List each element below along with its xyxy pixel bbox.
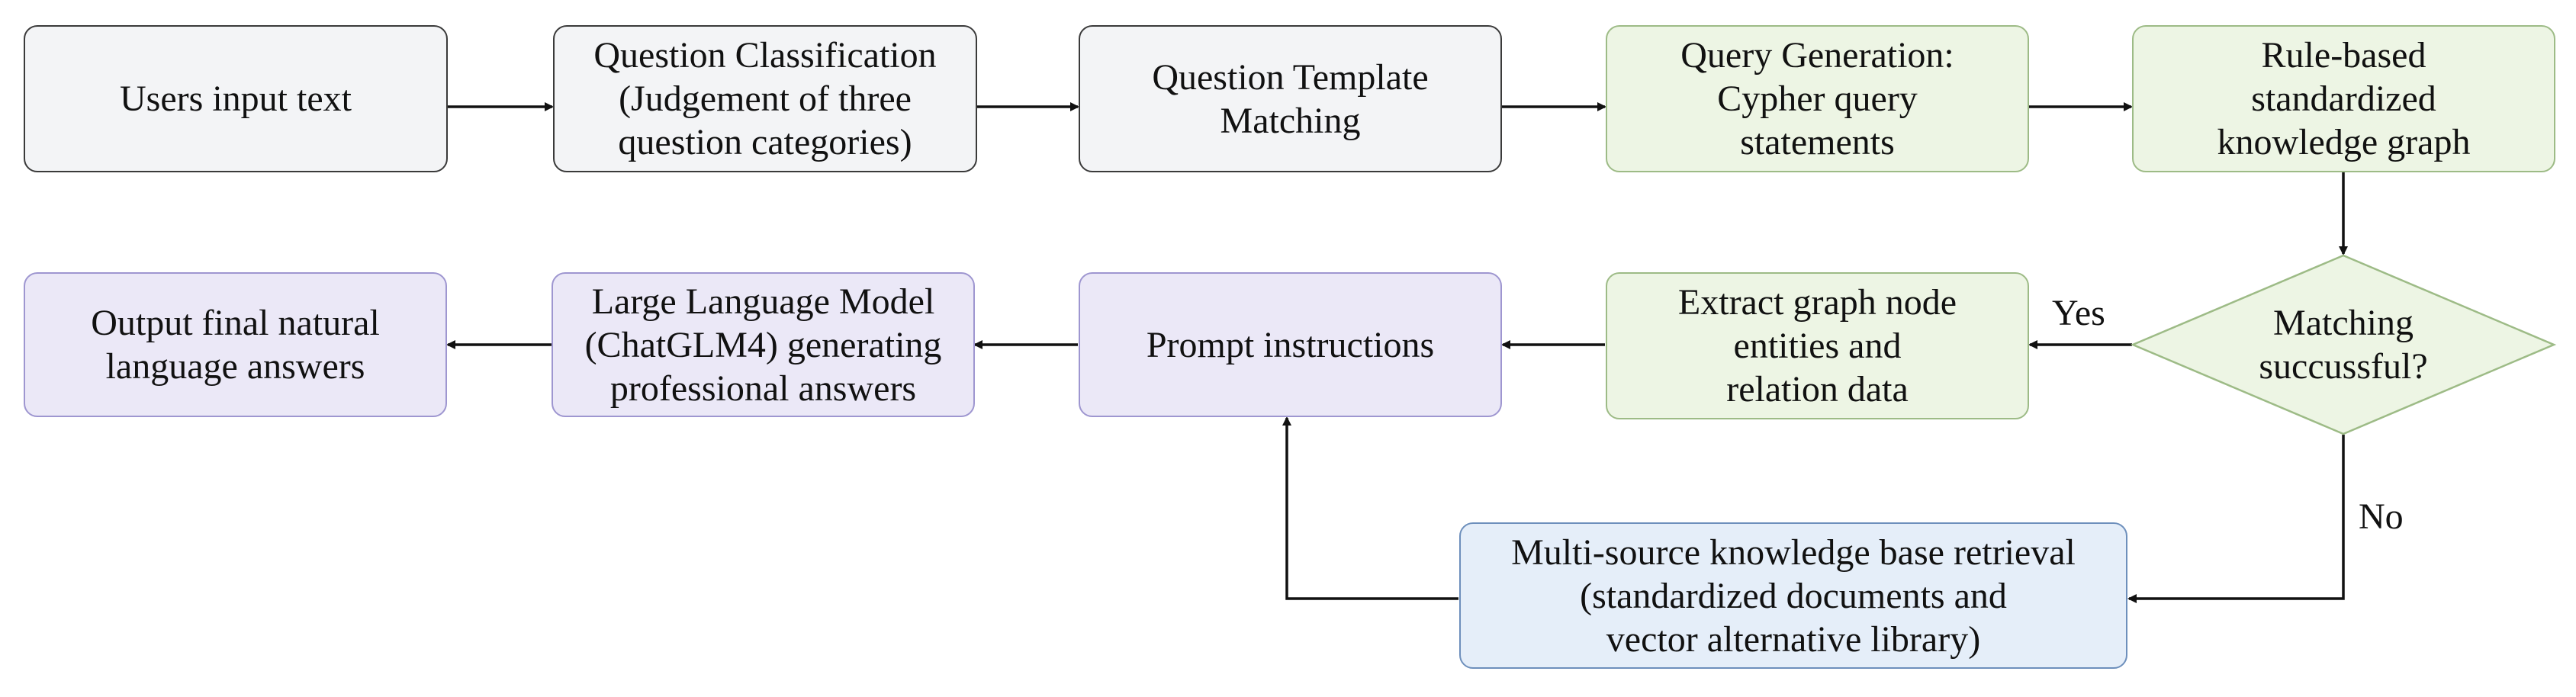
node-question-template-label: Question Template Matching bbox=[1152, 56, 1429, 141]
node-query-generation-label: Query Generation: Cypher query statement… bbox=[1680, 35, 1954, 162]
node-extract-graph: Extract graph node entities and relation… bbox=[1606, 272, 2029, 419]
node-rule-based-kg-label: Rule-based standardized knowledge graph bbox=[2217, 35, 2471, 162]
node-users-input: Users input text bbox=[24, 25, 448, 172]
node-matching-decision-label: Matching succussful? bbox=[2259, 303, 2428, 387]
edge-multisource-to-prompt bbox=[1282, 416, 1458, 600]
node-output-answers-label: Output final natural language answers bbox=[91, 303, 380, 387]
node-users-input-label: Users input text bbox=[120, 79, 352, 119]
node-matching-decision: Matching succussful? bbox=[2182, 284, 2505, 406]
node-extract-graph-label: Extract graph node entities and relation… bbox=[1677, 282, 1957, 410]
node-query-generation: Query Generation: Cypher query statement… bbox=[1606, 25, 2029, 172]
node-prompt-instructions-label: Prompt instructions bbox=[1146, 324, 1435, 365]
edge-label-yes: Yes bbox=[2052, 293, 2105, 333]
decision-diamond-shape bbox=[2130, 254, 2557, 435]
node-llm: Large Language Model (ChatGLM4) generati… bbox=[552, 272, 975, 417]
node-prompt-instructions: Prompt instructions bbox=[1079, 272, 1502, 417]
node-question-template: Question Template Matching bbox=[1079, 25, 1502, 172]
node-question-classification: Question Classification (Judgement of th… bbox=[553, 25, 977, 172]
node-multi-source: Multi-source knowledge base retrieval (s… bbox=[1459, 522, 2127, 669]
node-output-answers: Output final natural language answers bbox=[24, 272, 447, 417]
node-question-classification-label: Question Classification (Judgement of th… bbox=[593, 35, 937, 162]
node-llm-label: Large Language Model (ChatGLM4) generati… bbox=[584, 281, 942, 409]
edge-label-no: No bbox=[2359, 496, 2404, 537]
edge-decision-no bbox=[2127, 435, 2345, 603]
node-multi-source-label: Multi-source knowledge base retrieval (s… bbox=[1511, 532, 2076, 660]
node-rule-based-kg: Rule-based standardized knowledge graph bbox=[2132, 25, 2555, 172]
